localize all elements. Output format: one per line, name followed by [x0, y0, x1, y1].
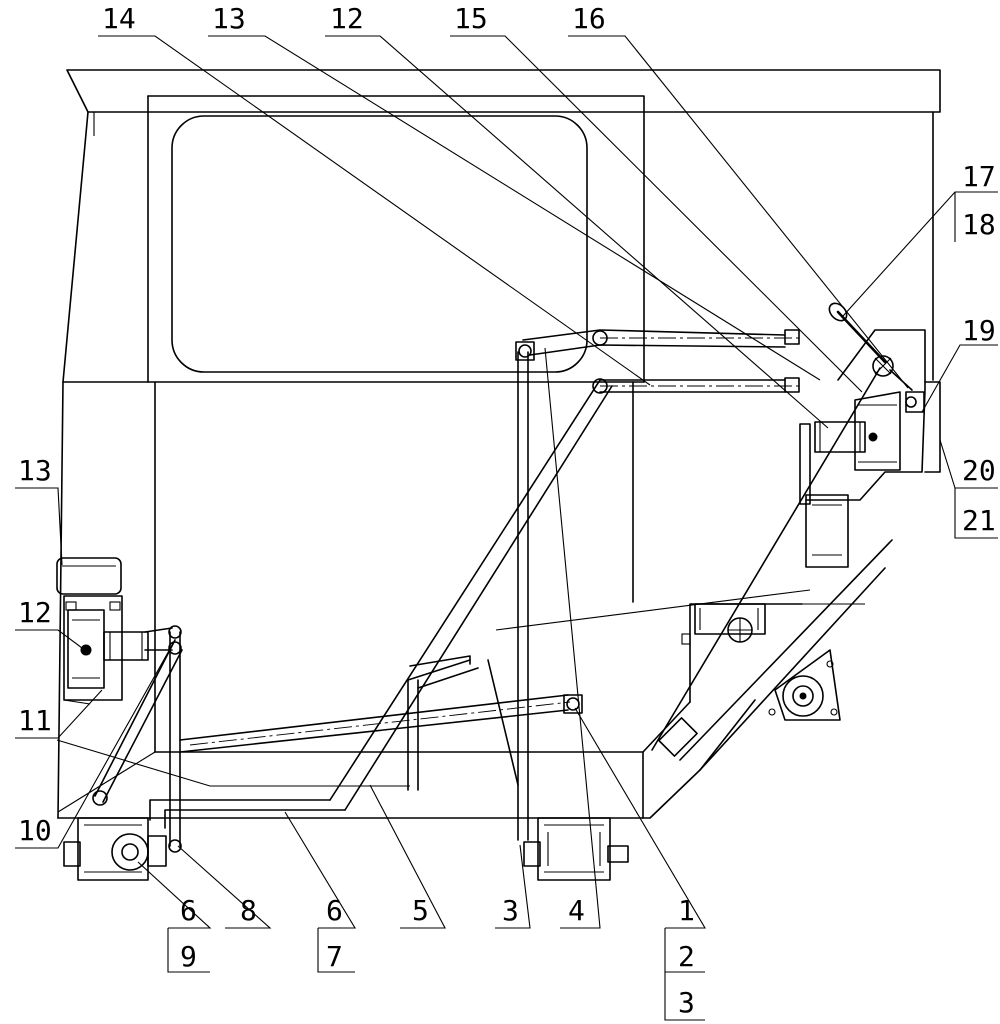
callout-6a: 6 [180, 894, 197, 927]
callout-17: 17 [962, 160, 996, 193]
callout-10: 10 [18, 814, 52, 847]
callout-3b: 3 [678, 986, 695, 1019]
callout-20: 20 [962, 454, 996, 487]
callout-13: 13 [212, 2, 246, 35]
callout-6b: 6 [326, 894, 343, 927]
callout-15: 15 [454, 2, 488, 35]
callout-1: 1 [678, 894, 695, 927]
callout-9: 9 [180, 940, 197, 973]
callout-7: 7 [326, 940, 343, 973]
base-wheels [63, 817, 629, 881]
callout-left-12: 12 [18, 596, 52, 629]
callout-8: 8 [240, 894, 257, 927]
callout-left-13: 13 [18, 454, 52, 487]
callout-12: 12 [330, 2, 364, 35]
callout-19: 19 [962, 314, 996, 347]
linkage-rods [92, 329, 811, 853]
callout-5: 5 [412, 894, 429, 927]
callout-21: 21 [962, 504, 996, 537]
cab-window [171, 115, 588, 373]
callout-2: 2 [678, 940, 695, 973]
callout-16: 16 [572, 2, 606, 35]
cab-body [57, 69, 941, 819]
leader-lines [15, 35, 998, 1021]
callout-4: 4 [568, 894, 585, 927]
callout-3a: 3 [502, 894, 519, 927]
callout-labels: 14 13 12 15 16 17 18 19 20 21 13 12 11 1… [18, 2, 996, 1019]
callout-11: 11 [18, 704, 52, 737]
pedestal-frame [651, 367, 893, 771]
callout-14: 14 [102, 2, 136, 35]
callout-18: 18 [962, 208, 996, 241]
left-control-box [56, 557, 149, 705]
